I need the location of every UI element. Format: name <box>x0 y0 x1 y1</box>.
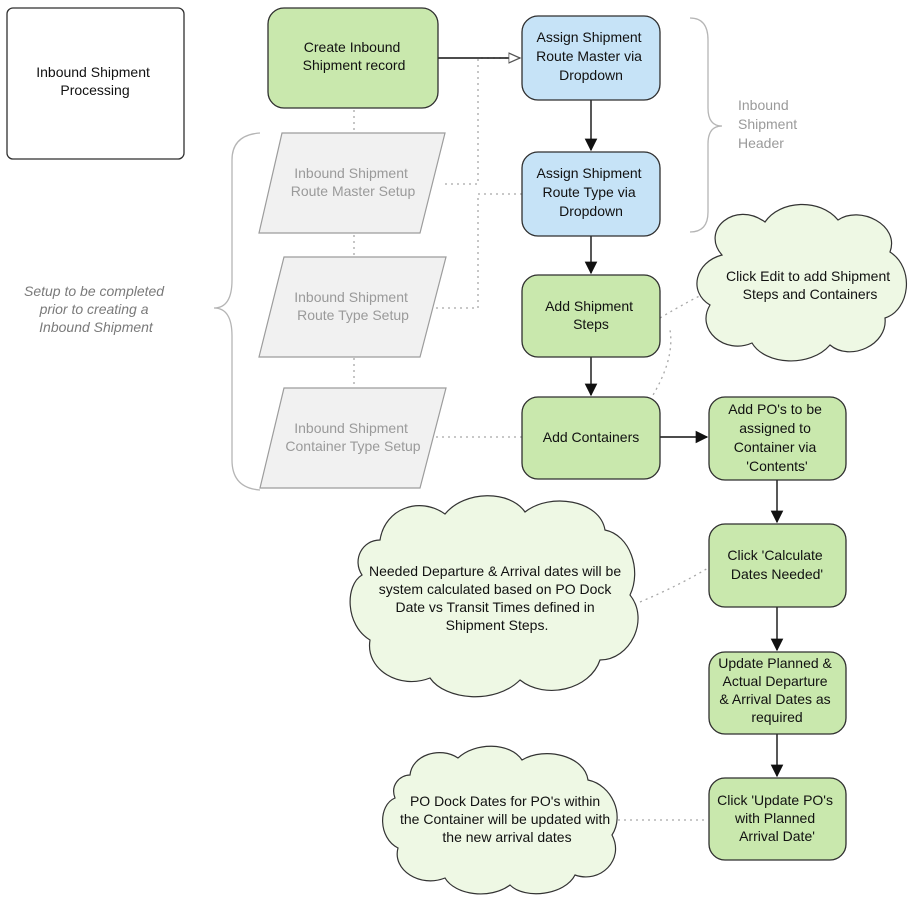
note-cloud-needed-dates: Needed Departure & Arrival dates will be… <box>349 495 639 698</box>
dotted-route-master-link <box>445 57 520 185</box>
svg-text:Assign Shipment Route Ty: Assign Shipment Route Type via Dropdown <box>537 165 646 219</box>
setup-note: Setup to be completed prior to creating … <box>24 283 168 335</box>
svg-text:Create Inbound Shipment: Create Inbound Shipment record <box>303 39 406 73</box>
svg-text:Add Containers: Add Containers <box>543 429 640 445</box>
solid-arrows <box>438 58 784 778</box>
step-assign-route-master: Assign Shipment Route Master via Dropdow… <box>521 15 661 101</box>
setup-brace <box>213 132 261 491</box>
header-brace <box>689 17 723 233</box>
step-calculate-dates: Click 'Calculate Dates Needed' <box>708 523 847 608</box>
svg-text:Add Shipment Steps: Add Shipment Steps <box>545 298 637 332</box>
setup-container-type: Inbound Shipment Container Type Setup <box>259 387 447 489</box>
svg-text:Inbound Shipment Contain: Inbound Shipment Container Type Setup <box>285 420 420 454</box>
header-note: Inbound Shipment Header <box>738 97 801 151</box>
svg-text:Click Edit to add Shipment: Click Edit to add Shipment Steps and Con… <box>726 268 894 302</box>
note-cloud-edit: Click Edit to add Shipment Steps and Con… <box>696 203 907 362</box>
svg-text:Add PO's to be assigned: Add PO's to be assigned to Container via… <box>728 401 826 474</box>
svg-text:Needed Departure & Arrival dat: Needed Departure & Arrival dates will be… <box>369 563 625 633</box>
dotted-calc-to-note <box>639 567 709 603</box>
step-update-dates: Update Planned & Actual Departure & Arri… <box>708 651 847 735</box>
step-add-pos: Add PO's to be assigned to Container via… <box>708 396 847 481</box>
svg-text:Assign Shipment Route Ma: Assign Shipment Route Master via Dropdow… <box>536 29 646 83</box>
svg-text:Click 'Calculate Dates N: Click 'Calculate Dates Needed' <box>727 547 826 582</box>
svg-text:Inbound Shipment Route M: Inbound Shipment Route Master Setup <box>291 165 416 199</box>
step-update-po: Click 'Update PO's with Planned Arrival … <box>708 777 847 861</box>
setup-route-type: Inbound Shipment Route Type Setup <box>258 256 447 358</box>
svg-text:Click 'Update PO's with: Click 'Update PO's with Planned Arrival … <box>717 792 837 844</box>
svg-text:Update Planned & Actual: Update Planned & Actual Departure & Arri… <box>718 655 836 725</box>
step-add-shipment-steps: Add Shipment Steps <box>521 274 661 358</box>
title-box: Inbound Shipment Processing <box>6 7 185 160</box>
step-assign-route-type: Assign Shipment Route Type via Dropdown <box>521 151 661 237</box>
step-add-containers: Add Containers <box>521 396 661 480</box>
step-create-record: Create Inbound Shipment record <box>267 7 439 109</box>
svg-text:PO Dock Dates for PO's within: PO Dock Dates for PO's within the Contai… <box>400 793 614 845</box>
note-cloud-dock-dates: PO Dock Dates for PO's within the Contai… <box>382 745 618 895</box>
title-box-text: Inbound Shipment Processing <box>36 64 154 98</box>
dotted-route-type-link <box>418 193 522 309</box>
setup-route-master: Inbound Shipment Route Master Setup <box>258 132 446 234</box>
svg-text:Inbound Shipment Route T: Inbound Shipment Route Type Setup <box>294 289 412 323</box>
